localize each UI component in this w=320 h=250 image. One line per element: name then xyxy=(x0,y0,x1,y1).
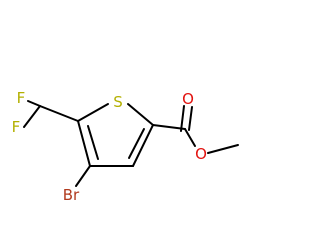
bond-carbonyl-c-o-double-a xyxy=(180,105,185,132)
bond-c4-c5-inner xyxy=(87,125,99,160)
atom-o-ester: O xyxy=(195,145,207,163)
bond-f1-chf2 xyxy=(27,100,41,107)
atom-s: S xyxy=(113,93,123,111)
bond-chf2-c5 xyxy=(39,105,79,122)
bond-s-c2 xyxy=(127,103,154,126)
atom-br: Br xyxy=(63,186,80,204)
bond-c2-c3-inner xyxy=(128,128,145,159)
molecule-canvas: F F S O O Br xyxy=(11,89,239,204)
bond-c2-c3 xyxy=(132,124,154,167)
bond-carbonyl-c-o-ester xyxy=(184,128,196,147)
bond-o-ester-methyl xyxy=(207,144,239,154)
bond-c4-br xyxy=(75,165,91,187)
bond-carbonyl-c-o-double-b xyxy=(188,106,193,131)
atom-labels: F F S O O Br xyxy=(12,89,207,204)
bond-c5-s xyxy=(77,103,109,122)
structure-diagram: F F S O O Br xyxy=(12,89,239,204)
bonds xyxy=(23,100,239,187)
bond-f2-chf2 xyxy=(23,105,41,128)
bond-c4-c5 xyxy=(77,120,91,167)
bond-c2-carbonyl-c xyxy=(152,124,186,130)
atom-o-carbonyl: O xyxy=(182,90,194,108)
atom-f2: F xyxy=(12,118,21,136)
atom-f1: F xyxy=(17,89,26,107)
